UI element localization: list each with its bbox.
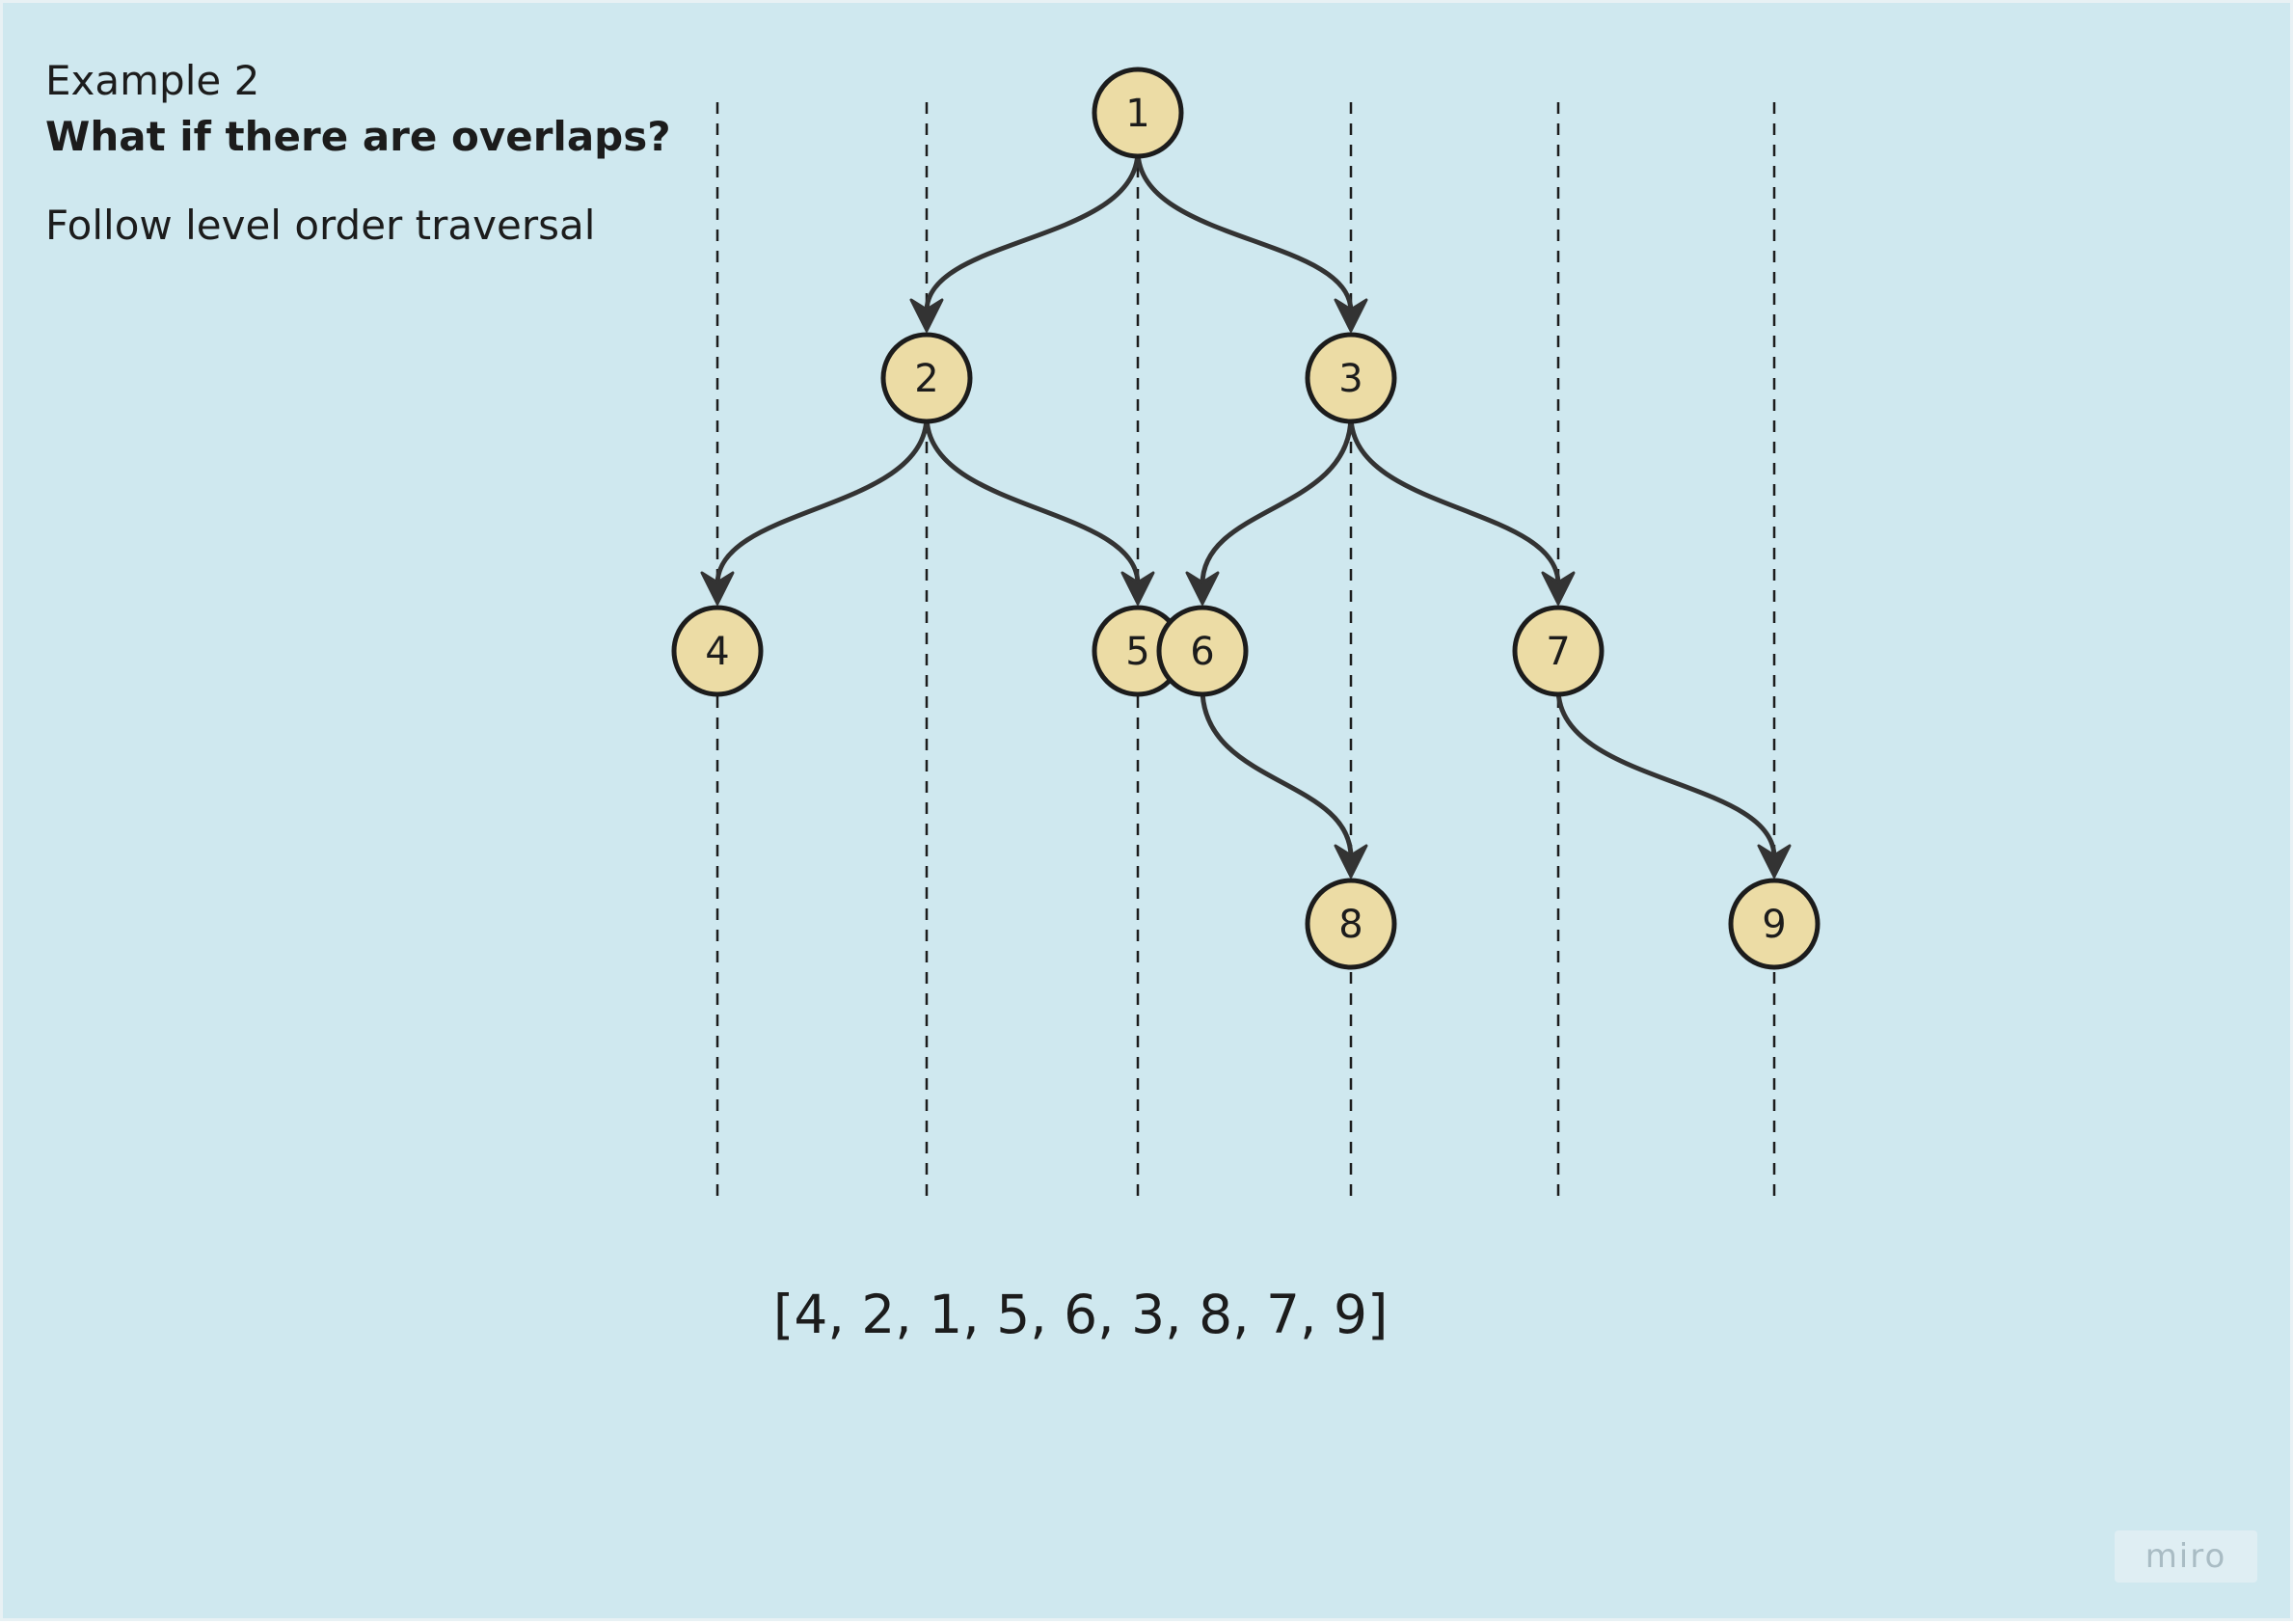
- edge-1-to-2: [924, 148, 1141, 314]
- node-circle: [1092, 67, 1184, 159]
- tree-node-8: 8: [1305, 878, 1397, 970]
- node-circle: [1728, 878, 1821, 970]
- tree-node-3: 3: [1305, 332, 1397, 424]
- tree-node-9: 9: [1728, 878, 1821, 970]
- node-label: 3: [1338, 357, 1362, 401]
- node-label: 9: [1762, 903, 1786, 947]
- node-circle: [1512, 605, 1605, 697]
- arrowhead-icon: [700, 571, 735, 606]
- arrowhead-icon: [1334, 298, 1368, 333]
- node-label: 6: [1190, 630, 1214, 674]
- traversal-result: [4, 2, 1, 5, 6, 3, 8, 7, 9]: [772, 1284, 1389, 1345]
- arrowhead-icon: [1334, 844, 1368, 879]
- tree-node-1: 1: [1092, 67, 1184, 159]
- node-label: 7: [1546, 630, 1570, 674]
- node-label: 4: [705, 630, 729, 674]
- miro-watermark-logo: miro: [2115, 1530, 2257, 1583]
- node-label: 5: [1125, 630, 1149, 674]
- edge-1-to-3: [1135, 148, 1354, 314]
- tree-node-4: 4: [671, 605, 764, 697]
- example-label: Example 2: [45, 57, 260, 104]
- arrowhead-icon: [1757, 844, 1792, 879]
- arrowhead-icon: [1185, 571, 1220, 606]
- node-label: 2: [914, 357, 938, 401]
- arrowhead-icon: [909, 298, 944, 333]
- edge-3-to-7: [1348, 413, 1561, 587]
- tree-node-6: 6: [1156, 605, 1249, 697]
- edge-3-to-6: [1200, 413, 1354, 587]
- headline: What if there are overlaps?: [45, 113, 671, 160]
- node-label: 1: [1125, 92, 1149, 136]
- tree-node-2: 2: [880, 332, 973, 424]
- node-circle: [880, 332, 973, 424]
- arrowhead-icon: [1541, 571, 1576, 606]
- node-circle: [1156, 605, 1249, 697]
- node-circle: [1305, 878, 1397, 970]
- node-circle: [671, 605, 764, 697]
- edge-2-to-4: [715, 413, 930, 587]
- edge-6-to-8: [1200, 686, 1354, 860]
- edge-7-to-9: [1555, 686, 1777, 860]
- instruction-text: Follow level order traversal: [45, 202, 596, 249]
- edge-2-to-5: [924, 413, 1141, 587]
- tree-node-7: 7: [1512, 605, 1605, 697]
- node-circle: [1305, 332, 1397, 424]
- node-label: 8: [1338, 903, 1362, 947]
- arrowhead-icon: [1120, 571, 1155, 606]
